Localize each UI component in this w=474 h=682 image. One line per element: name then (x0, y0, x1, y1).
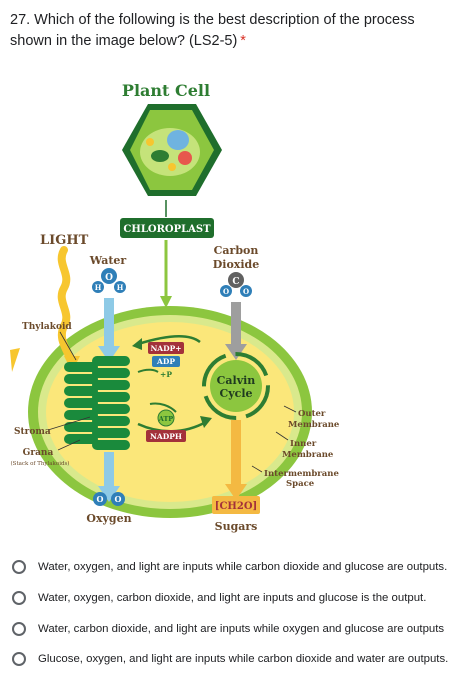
atp-label-box: ATP (157, 409, 175, 427)
radio-button[interactable] (12, 591, 26, 605)
sugar-formula-box: [CH2O] (212, 496, 260, 514)
calvin-cycle: Calvin Cycle (202, 352, 270, 420)
light-label: LIGHT (40, 233, 89, 248)
stroma-label: Stroma (14, 427, 51, 437)
co2-label-line2: Dioxide (213, 258, 259, 271)
option-label: Water, oxygen, carbon dioxide, and light… (38, 592, 427, 604)
radio-button[interactable] (12, 622, 26, 636)
co2-label-line1: Carbon (214, 244, 259, 257)
water-molecule-icon: O H H (92, 268, 126, 293)
oxygen-label: Oxygen (86, 512, 131, 525)
answer-option-3[interactable]: Water, carbon dioxide, and light are inp… (10, 618, 470, 640)
inner-membrane-label-2: Membrane (282, 450, 334, 460)
option-label: Water, carbon dioxide, and light are inp… (38, 623, 445, 635)
svg-text:C: C (232, 277, 239, 287)
required-marker: * (240, 33, 246, 49)
adp-label-box: ADP (152, 356, 180, 367)
svg-text:[CH2O]: [CH2O] (215, 501, 258, 512)
nadph-label-box: NADPH (146, 430, 186, 442)
outer-membrane-label-1: Outer (298, 409, 326, 419)
light-ray-arrow (57, 246, 74, 362)
grana-sublabel: (Stack of Thylakoids) (11, 460, 70, 467)
radio-button[interactable] (12, 652, 26, 666)
option-label: Glucose, oxygen, and light are inputs wh… (38, 653, 449, 665)
intermembrane-label-2: Space (286, 479, 315, 489)
svg-text:ATP: ATP (158, 415, 174, 423)
water-label: Water (89, 254, 127, 267)
radio-button[interactable] (12, 560, 26, 574)
svg-text:H: H (95, 283, 102, 292)
calvin-label-line2: Cycle (219, 387, 252, 400)
sugars-label: Sugars (215, 520, 258, 533)
question-prompt: 27. Which of the following is the best d… (10, 12, 415, 49)
intermembrane-label-1: Intermembrane (264, 469, 339, 479)
svg-text:NADPH: NADPH (150, 432, 182, 441)
plant-cell-title: Plant Cell (122, 81, 210, 100)
svg-text:O: O (105, 273, 113, 283)
svg-text:O: O (243, 287, 249, 296)
svg-text:H: H (117, 283, 124, 292)
svg-text:O: O (115, 494, 122, 504)
pi-label: +P (160, 370, 172, 379)
svg-text:O: O (97, 494, 104, 504)
outer-membrane-label-2: Membrane (288, 420, 340, 430)
chloroplast-label: CHLOROPLAST (123, 224, 211, 235)
page-marker-icon (10, 348, 20, 372)
oxygen-molecule-icon: O O (93, 492, 125, 506)
question-text: 27. Which of the following is the best d… (10, 10, 460, 52)
plant-cell-illustration (122, 104, 222, 196)
grana-label: Grana (23, 448, 54, 458)
calvin-label-line1: Calvin (217, 374, 256, 387)
answer-option-2[interactable]: Water, oxygen, carbon dioxide, and light… (10, 587, 470, 609)
answer-option-4[interactable]: Glucose, oxygen, and light are inputs wh… (10, 648, 470, 670)
inner-membrane-label-1: Inner (290, 439, 317, 449)
photosynthesis-diagram: Plant Cell CHLOROPLAST LIGHT Water O H H (10, 81, 340, 533)
grana-stacks (64, 356, 130, 450)
option-label: Water, oxygen, and light are inputs whil… (38, 561, 448, 573)
thylakoid-label: Thylakoid (22, 322, 72, 332)
svg-text:O: O (223, 287, 229, 296)
chloroplast-banner: CHLOROPLAST (120, 218, 214, 238)
svg-text:ADP: ADP (156, 357, 175, 366)
nadp-label-box: NADP+ (148, 342, 184, 354)
answer-option-1[interactable]: Water, oxygen, and light are inputs whil… (10, 556, 470, 578)
svg-text:NADP+: NADP+ (150, 344, 181, 353)
co2-molecule-icon: C O O (220, 272, 252, 297)
